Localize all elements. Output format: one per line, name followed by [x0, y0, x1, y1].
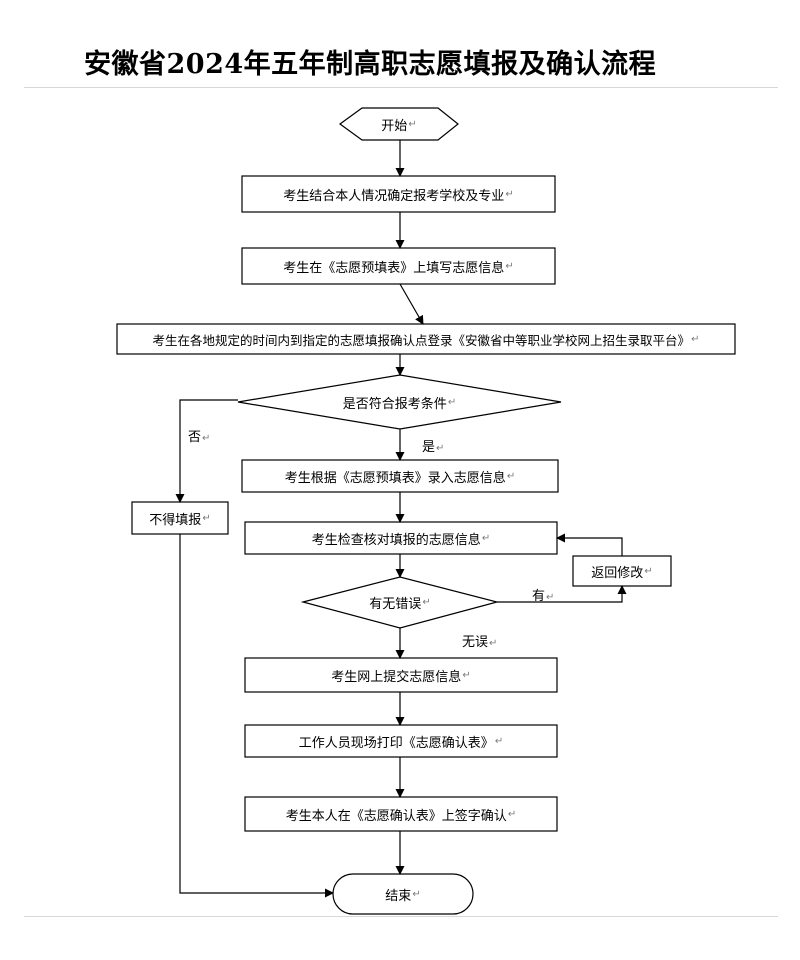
step7-label: 工作人员现场打印《志愿确认表》: [298, 735, 494, 751]
paragraph-mark: ↵: [412, 888, 421, 900]
step1-label: 考生结合本人情况确定报考学校及专业: [283, 188, 505, 204]
edge-label-no-error: 无误↵: [462, 631, 497, 650]
no-fill-node: 不得填报↵: [132, 502, 228, 534]
bottom-divider: [24, 916, 778, 917]
paragraph-mark: ↵: [505, 260, 514, 272]
paragraph-mark: ↵: [505, 188, 514, 200]
paragraph-mark: ↵: [494, 735, 504, 747]
decision2-node: 有无错误↵: [303, 590, 497, 614]
decision2-label: 有无错误: [369, 596, 422, 612]
step3-node: 考生在各地规定的时间内到指定的志愿填报确认点登录《安徽省中等职业学校网上招生录取…: [117, 324, 735, 354]
no-label: 否: [188, 430, 202, 445]
paragraph-mark: ↵: [506, 470, 516, 482]
end-node: 结束↵: [333, 874, 473, 914]
paragraph-mark: ↵: [546, 592, 555, 603]
paragraph-mark: ↵: [489, 638, 498, 649]
step2-label: 考生在《志愿预填表》上填写志愿信息: [283, 260, 505, 276]
start-node: 开始↵: [340, 108, 458, 140]
paragraph-mark: ↵: [436, 443, 445, 454]
step8-node: 考生本人在《志愿确认表》上签字确认↵: [245, 797, 557, 831]
decision1-shape: [237, 374, 562, 430]
decision1-node: 是否符合报考条件↵: [238, 389, 561, 415]
title-divider: [24, 87, 778, 88]
step4-label: 考生根据《志愿预填表》录入志愿信息: [284, 470, 506, 486]
paragraph-mark: ↵: [691, 333, 700, 345]
paragraph-mark: ↵: [408, 118, 417, 130]
paragraph-mark: ↵: [644, 565, 653, 577]
paragraph-mark: ↵: [202, 512, 211, 524]
paragraph-mark: ↵: [507, 808, 517, 820]
page-title: 安徽省2024年五年制高职志愿填报及确认流程: [84, 49, 657, 80]
edge-label-no: 否↵: [188, 426, 210, 445]
start-label: 开始: [381, 118, 408, 134]
step7-node: 工作人员现场打印《志愿确认表》↵: [245, 725, 557, 757]
step8-label: 考生本人在《志愿确认表》上签字确认: [285, 808, 507, 824]
paragraph-mark: ↵: [202, 433, 211, 444]
step4-node: 考生根据《志愿预填表》录入志愿信息↵: [242, 460, 558, 492]
step3-box: [116, 323, 736, 355]
step5-node: 考生检查核对填报的志愿信息↵: [245, 522, 557, 554]
has-error-label: 有: [532, 589, 546, 604]
step5-label: 考生检查核对填报的志愿信息: [311, 532, 481, 548]
step1-node: 考生结合本人情况确定报考学校及专业↵: [242, 176, 555, 212]
no-fill-label: 不得填报: [149, 512, 202, 528]
step6-label: 考生网上提交志愿信息: [331, 669, 462, 685]
no-error-label: 无误: [462, 635, 489, 650]
step6-node: 考生网上提交志愿信息↵: [245, 658, 557, 692]
edge-label-has-error: 有↵: [532, 585, 554, 604]
decision1-label: 是否符合报考条件: [342, 396, 447, 412]
paragraph-mark: ↵: [447, 396, 457, 408]
step3-label: 考生在各地规定的时间内到指定的志愿填报确认点登录《安徽省中等职业学校网上招生录取…: [152, 332, 691, 348]
edge-label-yes: 是↵: [422, 436, 444, 455]
paragraph-mark: ↵: [462, 669, 471, 681]
return-edit-label: 返回修改: [591, 565, 644, 581]
end-label: 结束: [385, 888, 412, 904]
step2-node: 考生在《志愿预填表》上填写志愿信息↵: [242, 248, 555, 284]
yes-label: 是: [422, 440, 436, 455]
paragraph-mark: ↵: [422, 596, 431, 608]
paragraph-mark: ↵: [481, 532, 491, 544]
return-edit-node: 返回修改↵: [573, 556, 671, 586]
start-node-shape: [338, 107, 459, 141]
